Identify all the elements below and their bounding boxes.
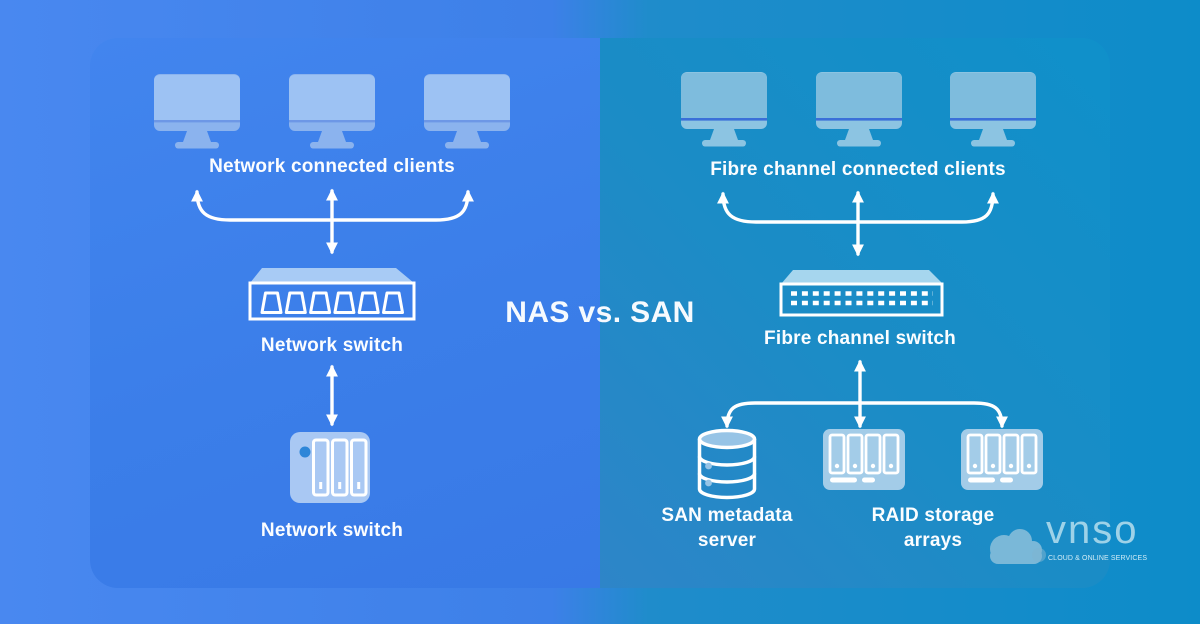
database-cylinder-icon <box>697 428 757 500</box>
desktop-client-icon <box>424 74 510 149</box>
logo-brand-text: vnso <box>1046 508 1139 552</box>
san-switch-label: Fibre channel switch <box>764 328 956 349</box>
logo-tagline: CLOUD & ONLINE SERVICES <box>1048 555 1148 562</box>
desktop-client-icon <box>289 74 375 149</box>
network-switch-icon <box>248 268 416 321</box>
page-title: NAS vs. SAN <box>505 296 695 329</box>
san-clients-label: Fibre channel connected clients <box>710 159 1006 180</box>
cloud-logo-icon <box>990 529 1046 564</box>
nas-switch-label: Network switch <box>260 335 404 356</box>
desktop-client-icon <box>816 72 902 147</box>
fibre-channel-switch-icon <box>779 270 944 317</box>
raid-array-icon <box>961 429 1043 490</box>
desktop-client-icon <box>681 72 767 147</box>
vnso-logo: vnso CLOUD & ONLINE SERVICES <box>984 510 1154 572</box>
desktop-client-icon <box>154 74 240 149</box>
nas-storage-icon <box>290 432 370 503</box>
nas-clients-label: Network connected clients <box>209 156 455 177</box>
desktop-client-icon <box>950 72 1036 147</box>
san-metadata-server-label: SAN metadata server <box>661 505 793 552</box>
raid-array-icon <box>823 429 905 490</box>
nas-device-label: Network switch <box>260 520 404 541</box>
raid-storage-arrays-label: RAID storage arrays <box>871 505 995 552</box>
